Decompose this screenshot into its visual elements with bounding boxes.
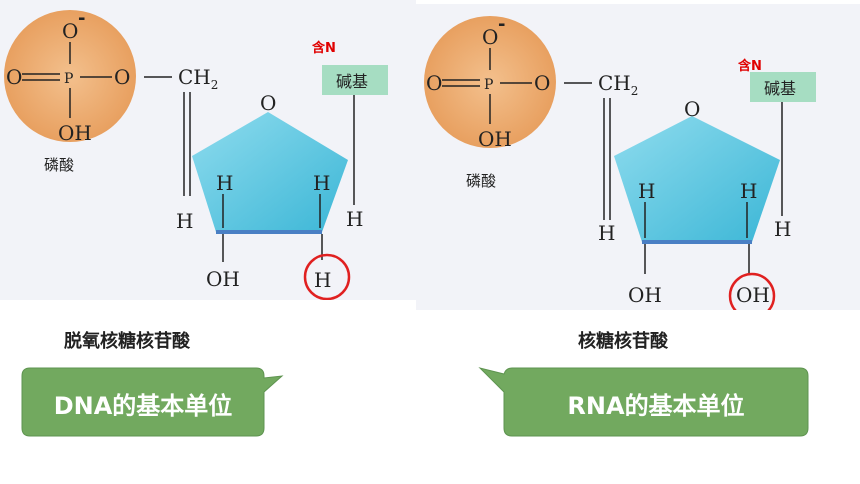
nitrogen-tag: 含N <box>737 58 762 74</box>
phosphate-label: 磷酸 <box>466 172 496 190</box>
phosphate-oh: OH <box>478 127 512 151</box>
phosphate-charge: - <box>498 14 505 35</box>
h-left: H <box>598 221 615 245</box>
sugar-ring <box>192 112 348 232</box>
phosphate-p: P <box>484 77 493 93</box>
ch2-label: CH2 <box>178 65 218 92</box>
rna-structure-diagram: O - O P O OH 磷酸 CH2 O 含N 碱基 H H H H OH O… <box>424 14 816 310</box>
highlight-oh: OH <box>736 283 770 307</box>
nitrogen-tag: 含N <box>311 40 336 56</box>
ring-oxygen: O <box>684 97 700 121</box>
phosphate-oh: OH <box>58 121 92 145</box>
phosphate-o-left: O <box>426 71 442 95</box>
phosphate-charge: - <box>78 8 85 29</box>
base-box <box>750 72 816 102</box>
dna-bubble-shape <box>21 367 284 437</box>
phosphate-circle <box>424 16 556 148</box>
dna-caption: 脱氧核糖核苷酸 <box>64 331 190 352</box>
h-right: H <box>346 207 363 231</box>
h-left: H <box>176 209 193 233</box>
phosphate-o-top: O <box>62 19 78 43</box>
ch2-label: CH2 <box>598 71 638 98</box>
phosphate-o-left: O <box>6 65 22 89</box>
h-inner-2: H <box>313 171 330 195</box>
oh-bottom: OH <box>206 267 240 291</box>
dna-bubble-label: DNA的基本单位 <box>53 392 233 420</box>
rna-caption: 核糖核苷酸 <box>578 331 668 352</box>
rna-bubble-shape <box>478 367 809 437</box>
highlight-circle <box>728 272 776 310</box>
rna-nucleotide-panel: O - O P O OH 磷酸 CH2 O 含N 碱基 H H H H OH O… <box>416 4 860 310</box>
h-right: H <box>774 217 791 241</box>
base-box <box>322 65 388 95</box>
dna-nucleotide-panel: O - O P O OH 磷酸 CH2 O 含N 碱基 H H H H <box>0 0 416 300</box>
h-inner-1: H <box>216 171 233 195</box>
rna-bubble-label: RNA的基本单位 <box>567 392 745 420</box>
base-label: 碱基 <box>764 79 796 98</box>
phosphate-p: P <box>64 71 73 87</box>
oh-bottom: OH <box>628 283 662 307</box>
base-label: 碱基 <box>336 72 368 91</box>
dna-structure-diagram: O - O P O OH 磷酸 CH2 O 含N 碱基 H H H H <box>4 8 388 300</box>
highlight-circle <box>303 253 351 300</box>
phosphate-o-right: O <box>534 71 550 95</box>
phosphate-o-top: O <box>482 25 498 49</box>
highlight-h: H <box>314 268 331 292</box>
ring-oxygen: O <box>260 91 276 115</box>
h-inner-2: H <box>740 179 757 203</box>
phosphate-label: 磷酸 <box>44 156 74 174</box>
phosphate-o-right: O <box>114 65 130 89</box>
phosphate-circle <box>4 10 136 142</box>
h-inner-1: H <box>638 179 655 203</box>
sugar-ring <box>614 116 780 242</box>
